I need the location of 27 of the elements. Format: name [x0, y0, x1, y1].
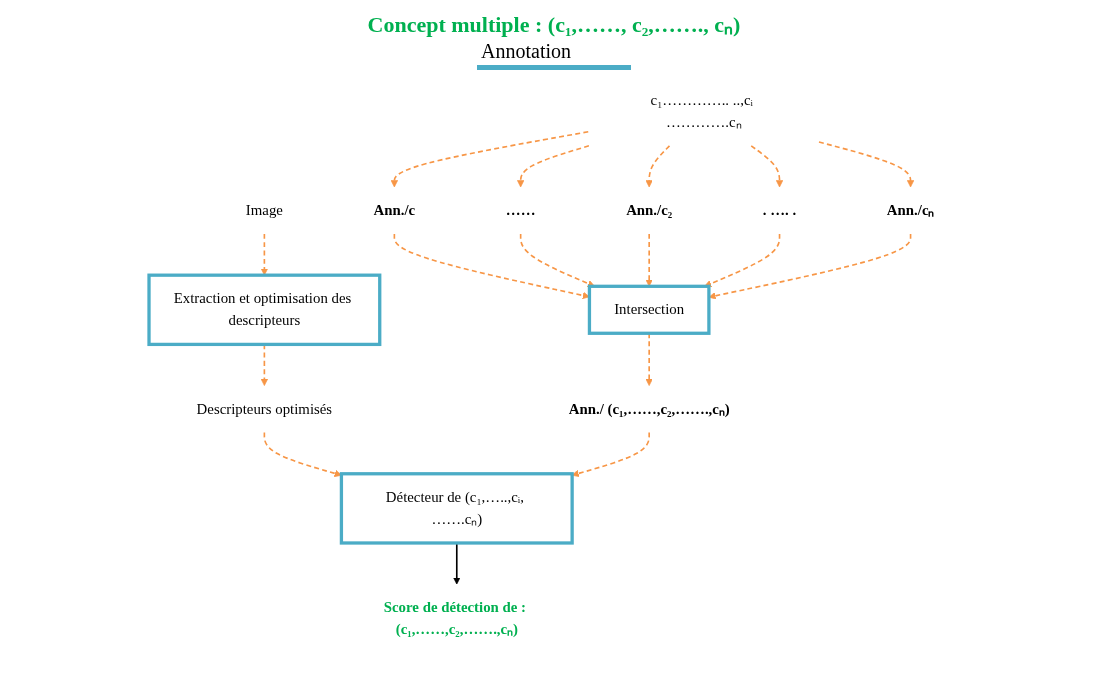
arrow: [704, 233, 781, 288]
arrow: [645, 233, 653, 287]
node-text: Score de détection de : (c₁,……,c₂,…….,cₙ): [383, 599, 527, 638]
arrow: [390, 130, 590, 188]
arrow: [571, 431, 650, 477]
node-box: Extraction et optimisation des descripteurs: [147, 273, 382, 347]
arrow: [263, 431, 342, 477]
arrow: [519, 233, 595, 288]
node-text: Ann./ (c₁,……,c₂,…….,cₙ): [568, 400, 730, 417]
arrow: [750, 145, 784, 188]
node-text: Image: [245, 201, 283, 219]
node-text: c₁………….. ..,cᵢ ………….cₙ: [650, 91, 753, 131]
node-box: Détecteur de (c₁,…..,cᵢ, …….cₙ): [339, 472, 574, 545]
node-text: ……: [505, 201, 536, 219]
node-text: . …. .: [762, 201, 797, 219]
arrow: [645, 145, 671, 188]
node-box: Intersection: [587, 284, 711, 335]
node-text: Ann./c₂: [626, 201, 673, 219]
annotation-label: Annotation: [477, 40, 631, 70]
arrow: [453, 542, 461, 585]
arrow: [818, 141, 915, 188]
diagram-title: Concept multiple : (c₁,……, c₂,……., cₙ): [367, 11, 741, 38]
node-text: Ann./cₙ: [886, 201, 935, 219]
node-text: Descripteurs optimisés: [196, 400, 333, 417]
arrow: [517, 145, 590, 188]
arrow: [260, 233, 268, 276]
node-text: Ann./c: [373, 201, 416, 219]
